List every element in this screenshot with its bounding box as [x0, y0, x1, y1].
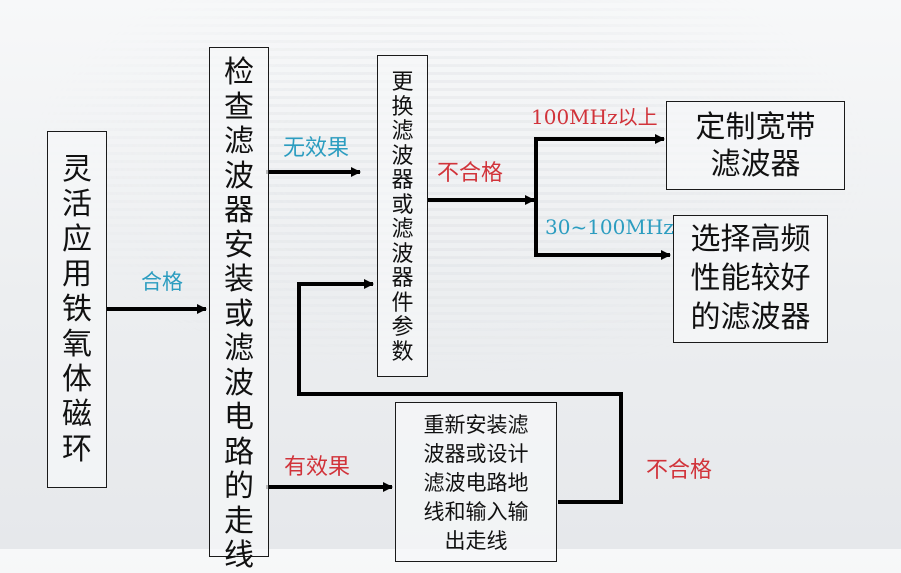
edge-label-fail-bottom: 不合格: [646, 458, 713, 483]
vertical-char: 滤: [224, 331, 254, 366]
vertical-char: 的: [224, 469, 254, 504]
vertical-char: 灵: [62, 151, 92, 187]
node-reinstall-line-1: 重新安装滤: [423, 413, 529, 437]
node-check-text: 检查滤波器安装或滤波电路的走线: [224, 55, 254, 571]
vertical-char: 走: [224, 503, 254, 539]
vertical-char: 线: [224, 538, 254, 573]
vertical-char: 滤: [391, 217, 414, 242]
node-reinstall-line-4: 线和输入输: [423, 499, 529, 524]
vertical-char: 或: [391, 192, 414, 218]
vertical-char: 铁: [62, 291, 92, 327]
vertical-char: 滤: [391, 119, 414, 144]
edge-label-effective: 有效果: [284, 455, 351, 480]
vertical-char: 安: [224, 227, 254, 263]
vertical-char: 应: [62, 221, 92, 257]
vertical-char: 件: [391, 290, 414, 316]
vertical-char: 器: [224, 193, 254, 228]
node-high-freq-filter: 选择高频 性能较好 的滤波器: [673, 215, 828, 343]
vertical-char: 磁: [62, 396, 92, 432]
vertical-char: 滤: [224, 124, 254, 159]
vertical-char: 电: [224, 400, 254, 435]
node-highfreq-line-3: 的滤波器: [690, 300, 811, 335]
node-ferrite-text: 灵活应用铁氧体磁环: [62, 151, 92, 467]
edge-label-fail-top: 不合格: [437, 161, 504, 186]
node-reinstall-line-5: 出走线: [444, 528, 508, 553]
vertical-char: 换: [391, 94, 414, 120]
edge-label-above-100mhz: 100MHz以上: [531, 105, 658, 129]
node-ferrite-ring: 灵活应用铁氧体磁环: [47, 131, 107, 488]
vertical-char: 器: [391, 266, 414, 291]
node-reinstall-filter: 重新安装滤 波器或设计 滤波电路地 线和输入输 出走线: [395, 402, 557, 562]
vertical-char: 参: [391, 315, 414, 340]
vertical-char: 体: [62, 361, 92, 397]
node-replace-text: 更换滤波器或滤波器件参数: [391, 72, 413, 376]
vertical-char: 活: [62, 186, 92, 222]
vertical-char: 数: [391, 339, 414, 365]
edge-label-pass: 合格: [141, 270, 183, 294]
node-reinstall-line-3: 滤波电路地: [423, 470, 529, 495]
node-replace-filter: 更换滤波器或滤波器件参数: [377, 55, 428, 377]
node-highfreq-line-2: 性能较好: [690, 261, 811, 296]
vertical-char: 用: [62, 256, 92, 292]
node-wideband-line-2: 滤波器: [710, 146, 801, 182]
node-custom-wideband-filter: 定制宽带 滤波器: [666, 101, 845, 190]
arrow-reinstall-to-replace: [297, 279, 623, 504]
vertical-char: 查: [224, 89, 254, 125]
vertical-char: 路: [224, 434, 254, 470]
connector-lines: [106, 134, 671, 504]
vertical-char: 装: [224, 262, 254, 297]
vertical-char: 或: [224, 296, 254, 332]
node-wideband-line-1: 定制宽带: [695, 110, 816, 145]
vertical-char: 器: [391, 168, 414, 193]
node-check-filter: 检查滤波器安装或滤波电路的走线: [209, 47, 269, 571]
edge-label-no-effect: 无效果: [283, 136, 350, 161]
vertical-char: 氧: [62, 326, 92, 362]
vertical-char: 波: [391, 241, 414, 267]
vertical-char: 波: [224, 365, 254, 401]
vertical-char: 波: [224, 158, 254, 194]
vertical-char: 更: [391, 70, 414, 95]
node-reinstall-line-2: 波器或设计: [423, 441, 529, 466]
edge-label-30-100mhz: 30~100MHz: [545, 215, 674, 239]
vertical-char: 环: [62, 431, 92, 467]
vertical-char: 波: [391, 143, 414, 169]
vertical-char: 检: [224, 55, 254, 90]
node-highfreq-line-1: 选择高频: [690, 222, 811, 257]
